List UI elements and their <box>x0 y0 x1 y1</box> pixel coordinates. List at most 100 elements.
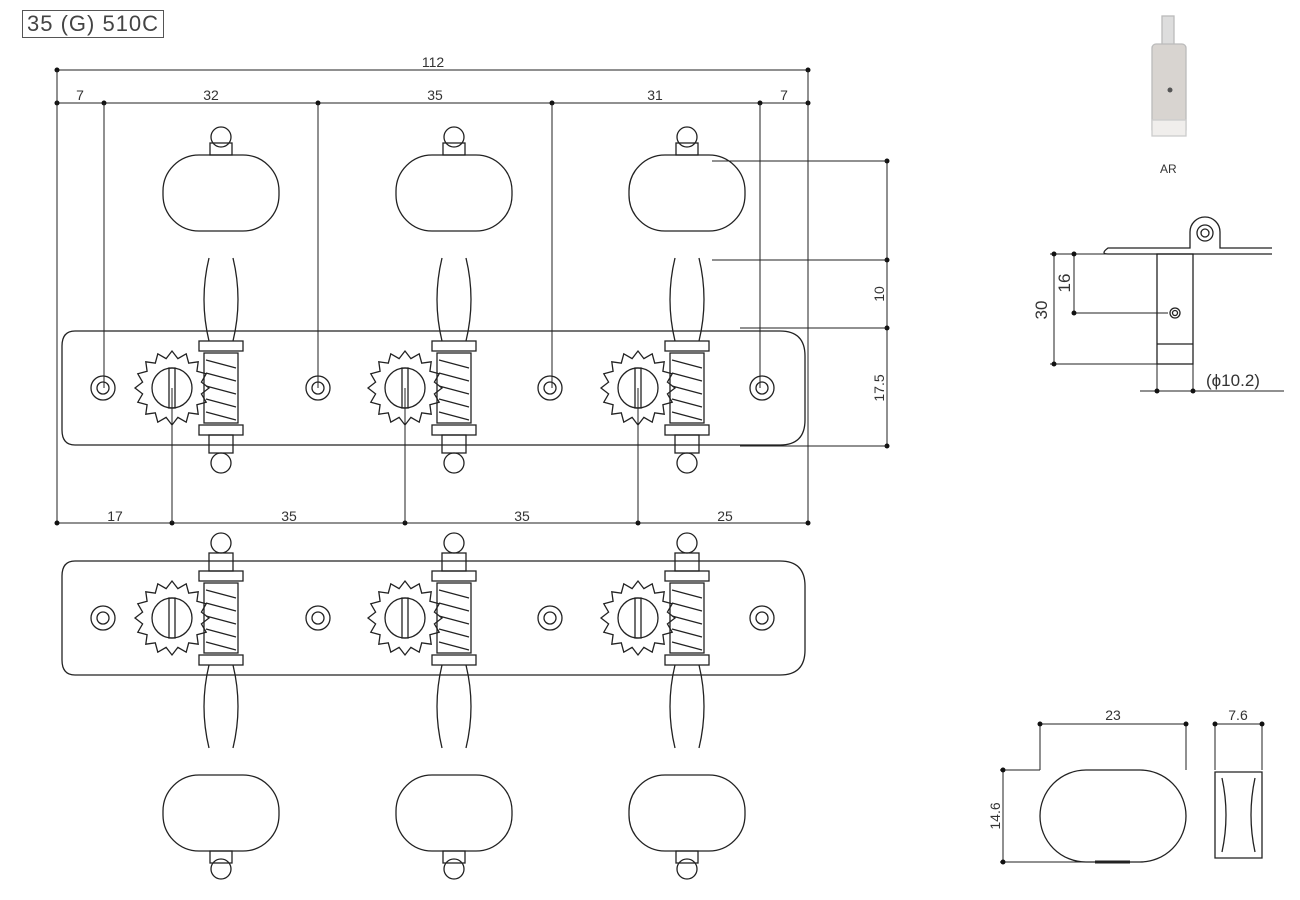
worm-thread <box>438 398 470 408</box>
worm-thread <box>205 372 237 382</box>
end-cap-neck <box>674 434 700 454</box>
worm-thread <box>205 385 237 395</box>
worm-thread <box>438 615 470 625</box>
screw-hole-inner <box>311 611 325 625</box>
end-cap <box>210 532 232 554</box>
worm-thread <box>671 615 703 625</box>
gear-hub <box>384 597 426 639</box>
screw-hole-inner <box>543 381 557 395</box>
worm-thread <box>671 589 703 599</box>
tuner-knob <box>395 154 513 232</box>
worm-housing <box>669 352 705 424</box>
tuner-knob <box>628 774 746 852</box>
shaft <box>203 664 239 749</box>
worm-thread <box>671 411 703 421</box>
worm-thread <box>671 602 703 612</box>
end-cap <box>443 452 465 474</box>
knob-tip <box>210 126 232 148</box>
knob-tip-neck <box>209 142 233 156</box>
shaft <box>203 257 239 342</box>
worm-thread <box>205 359 237 369</box>
worm-thread <box>671 372 703 382</box>
knob-tip <box>210 858 232 880</box>
dim-bottom-1: 35 <box>281 508 297 524</box>
worm-thread <box>671 359 703 369</box>
knob-tip-neck <box>675 850 699 864</box>
worm-housing <box>436 582 472 654</box>
end-cap-neck <box>674 552 700 572</box>
gear <box>366 579 444 657</box>
worm-thread <box>205 628 237 638</box>
knob-tip-neck <box>442 850 466 864</box>
dim-knob-depth: 7.6 <box>1228 707 1248 723</box>
collar <box>198 570 244 582</box>
worm-housing <box>669 582 705 654</box>
worm-thread <box>205 615 237 625</box>
tuner-knob <box>395 774 513 852</box>
worm-housing <box>203 352 239 424</box>
worm-thread <box>438 385 470 395</box>
knob-tip <box>443 126 465 148</box>
collar <box>664 570 710 582</box>
gear-hub <box>617 597 659 639</box>
worm-thread <box>205 589 237 599</box>
worm-thread <box>205 602 237 612</box>
end-cap-neck <box>208 552 234 572</box>
dim-top-0: 7 <box>76 87 84 103</box>
collar <box>198 424 244 436</box>
worm-housing <box>436 352 472 424</box>
lower-tuner-plate <box>61 532 806 880</box>
screw-hole-inner <box>755 611 769 625</box>
knob-tip <box>443 858 465 880</box>
gear <box>133 349 211 427</box>
worm-thread <box>205 411 237 421</box>
worm-thread <box>438 372 470 382</box>
tuner-knob <box>628 154 746 232</box>
ar-bushing-photo <box>1151 15 1187 137</box>
dim-bottom-2: 35 <box>514 508 530 524</box>
dimension-point <box>54 520 60 526</box>
screw-hole <box>90 605 116 631</box>
end-cap-neck <box>441 552 467 572</box>
dim-right-1: 17.5 <box>871 374 887 401</box>
worm-thread <box>205 398 237 408</box>
screw-hole <box>749 375 775 401</box>
dim-knob-width: 23 <box>1105 707 1121 723</box>
worm-thread <box>438 589 470 599</box>
dim-overall: 112 <box>422 54 445 70</box>
screw-hole <box>537 375 563 401</box>
knob-tip-neck <box>209 850 233 864</box>
worm-thread <box>438 628 470 638</box>
dim-right-0: 10 <box>871 286 887 302</box>
dimension-lines <box>54 67 890 526</box>
end-cap <box>443 532 465 554</box>
collar <box>431 424 477 436</box>
dim-top-4: 7 <box>780 87 788 103</box>
plate-outline <box>61 560 806 676</box>
gear-slot <box>634 597 642 639</box>
dimension-point <box>805 520 811 526</box>
tuner-knob <box>162 154 280 232</box>
shaft <box>436 664 472 749</box>
dim-bottom-0: 17 <box>107 508 123 524</box>
worm-thread <box>438 641 470 651</box>
gear <box>599 349 677 427</box>
worm-thread <box>205 641 237 651</box>
collar <box>664 424 710 436</box>
dim-side-height: 30 <box>1032 301 1051 320</box>
knob-detail: 23 14.6 7.6 <box>987 707 1265 865</box>
gear-slot <box>401 597 409 639</box>
end-cap <box>676 452 698 474</box>
knob-tip-neck <box>675 142 699 156</box>
screw-hole <box>749 605 775 631</box>
gear-slot <box>168 597 176 639</box>
collar <box>664 654 710 666</box>
screw-hole <box>90 375 116 401</box>
dim-knob-height: 14.6 <box>987 802 1003 829</box>
screw-hole-inner <box>96 611 110 625</box>
gear <box>599 579 677 657</box>
screw-hole-inner <box>755 381 769 395</box>
shaft <box>669 257 705 342</box>
worm-thread <box>438 359 470 369</box>
